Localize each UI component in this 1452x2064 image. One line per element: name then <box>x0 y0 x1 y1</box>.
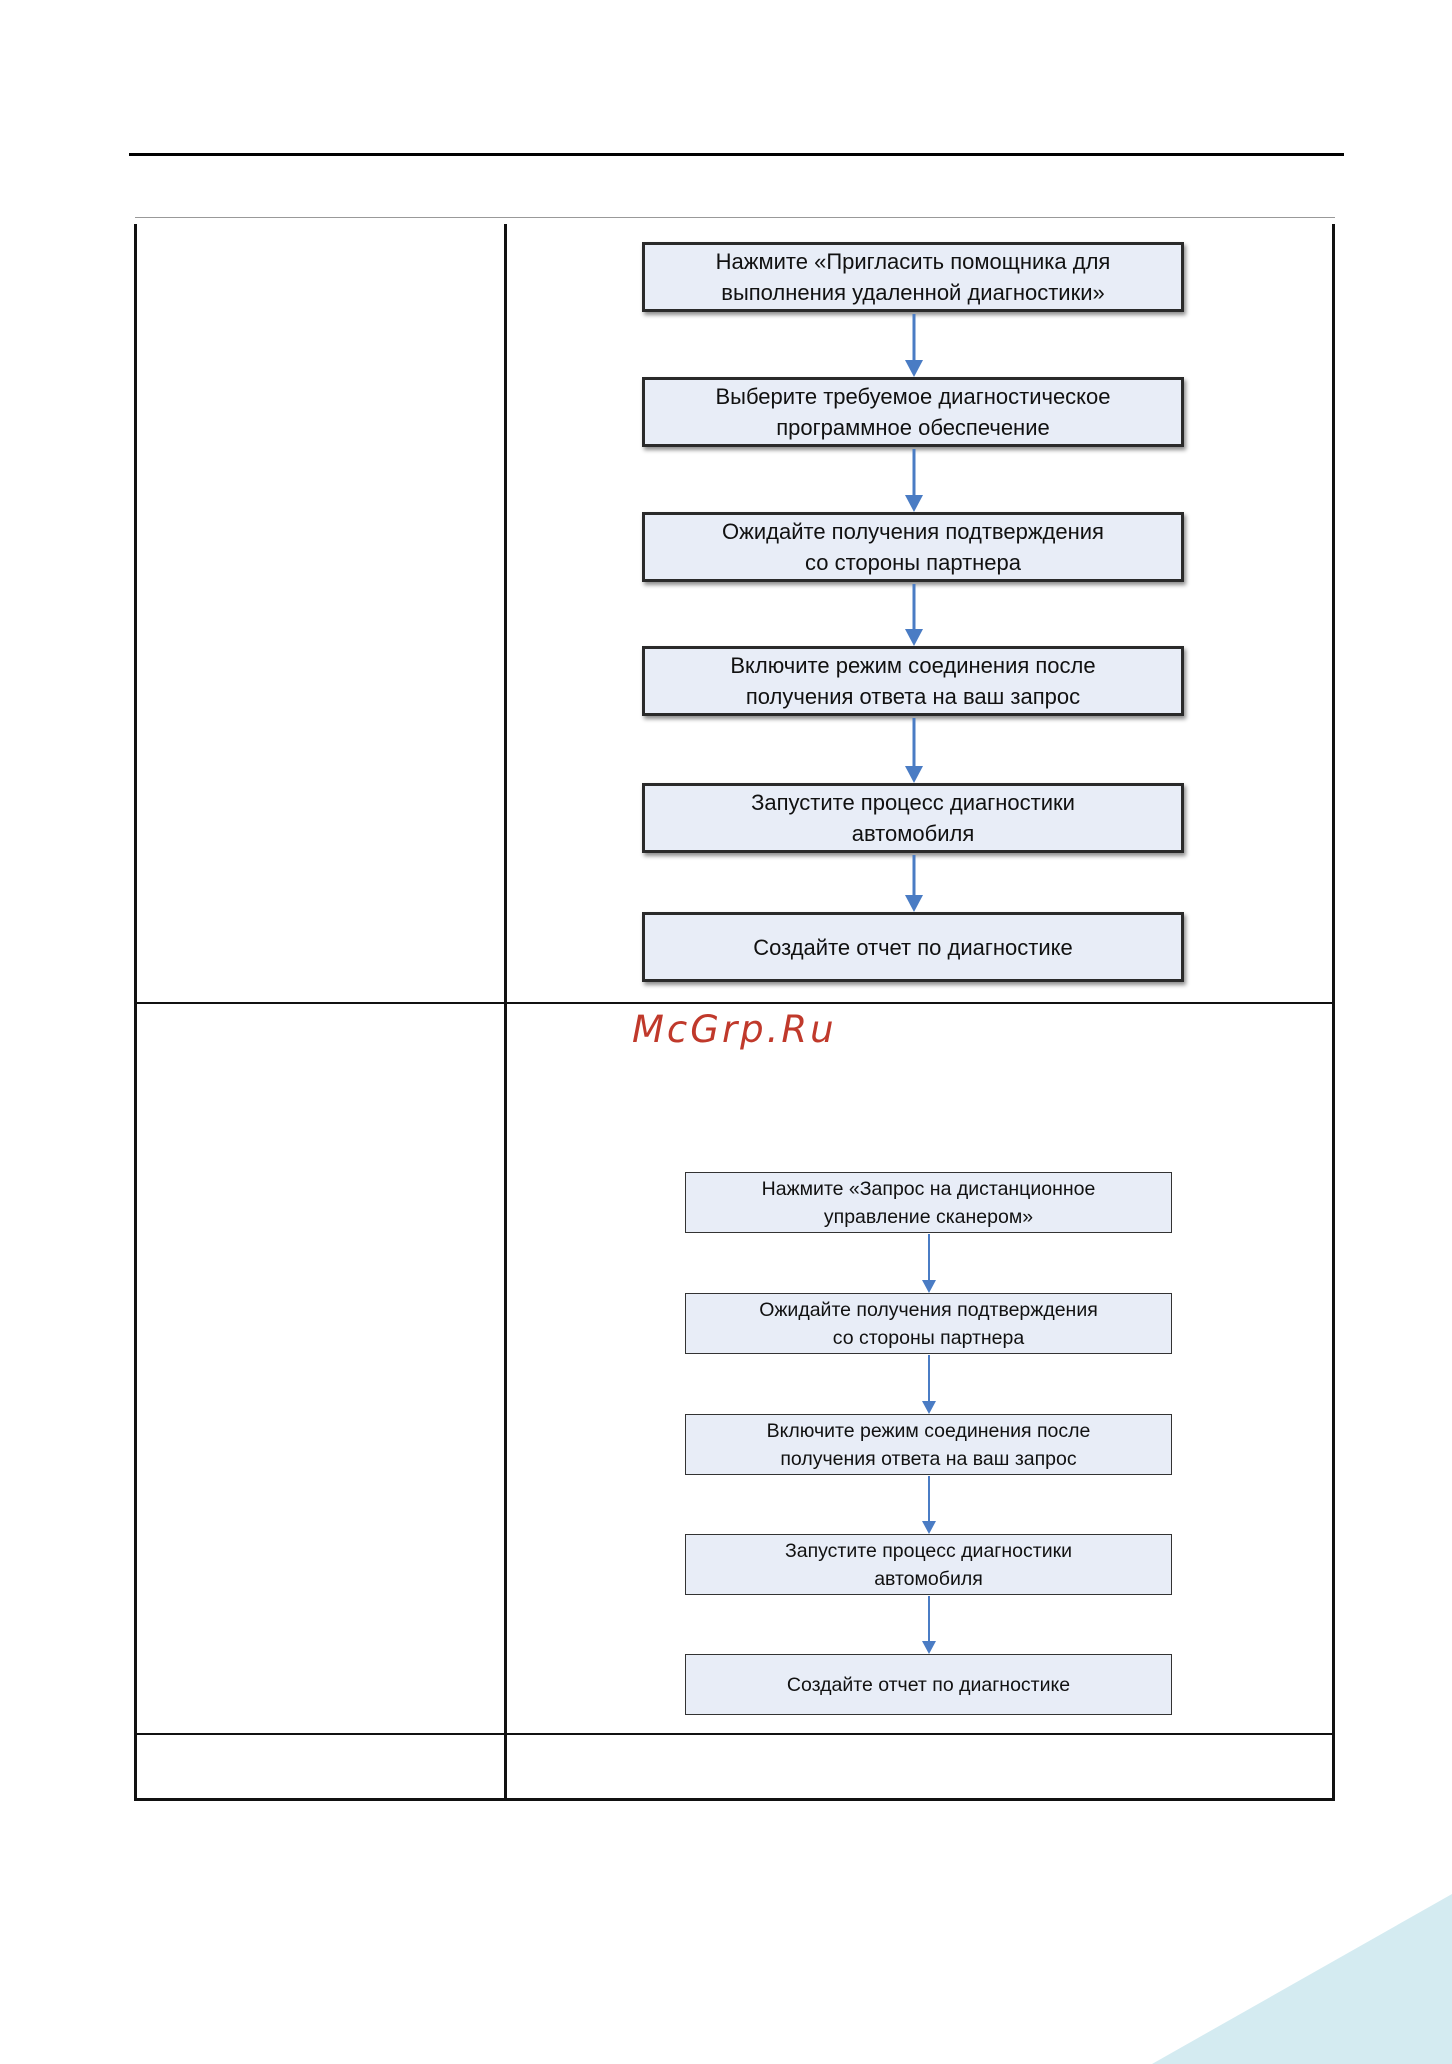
flow1-arrowhead-3 <box>905 629 923 646</box>
flow1-step-6: Создайте отчет по диагностике <box>642 912 1184 982</box>
flow2-arrowhead-2 <box>922 1401 936 1414</box>
table-top-border <box>135 217 1335 218</box>
corner-accent-shape <box>1152 1894 1452 2064</box>
header-rule <box>129 153 1344 156</box>
flow2-step-5: Создайте отчет по диагностике <box>685 1654 1172 1715</box>
flow1-arrowhead-1 <box>905 360 923 377</box>
flow2-arrowhead-4 <box>922 1641 936 1654</box>
flow1-arrowhead-4 <box>905 766 923 783</box>
flow2-step-3: Включите режим соединения после получени… <box>685 1414 1172 1475</box>
flow1-step-5: Запустите процесс диагностики автомобиля <box>642 783 1184 853</box>
flow2-step-2: Ожидайте получения подтверждения со стор… <box>685 1293 1172 1354</box>
flow2-arrowhead-1 <box>922 1280 936 1293</box>
flow1-step-3: Ожидайте получения подтверждения со стор… <box>642 512 1184 582</box>
table-row-divider-2 <box>134 1733 1335 1735</box>
watermark-logo: McGrp.Ru <box>632 1008 837 1051</box>
flow2-step-4: Запустите процесс диагностики автомобиля <box>685 1534 1172 1595</box>
flow1-step-2: Выберите требуемое диагностическое прогр… <box>642 377 1184 447</box>
flow1-step-1: Нажмите «Пригласить помощника для выполн… <box>642 242 1184 312</box>
table-left-border <box>134 224 137 1800</box>
flow2-arrowhead-3 <box>922 1521 936 1534</box>
table-bottom-border <box>134 1798 1335 1801</box>
flow2-step-1: Нажмите «Запрос на дистанционное управле… <box>685 1172 1172 1233</box>
flow1-arrowhead-2 <box>905 495 923 512</box>
flow1-step-4: Включите режим соединения после получени… <box>642 646 1184 716</box>
flow1-arrowhead-5 <box>905 895 923 912</box>
table-row-divider-1 <box>134 1002 1335 1004</box>
table-right-border <box>1332 224 1335 1800</box>
table-column-divider <box>504 224 507 1800</box>
